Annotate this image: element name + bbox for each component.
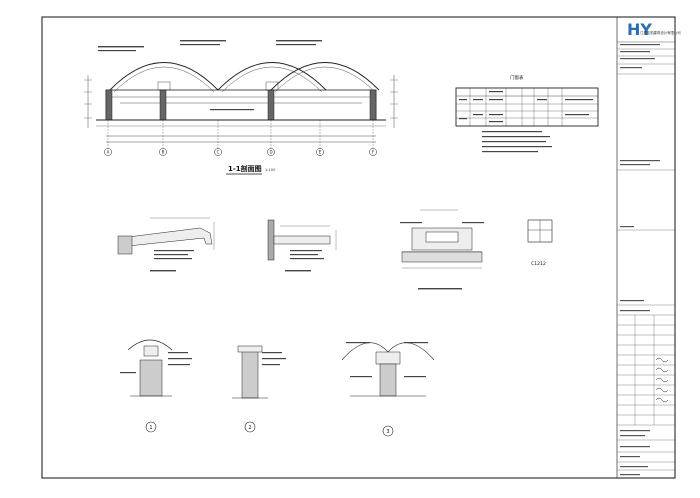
axis-bubble-c: C [214, 148, 222, 156]
signature-marks [655, 357, 669, 403]
section-scale: 1:100 [265, 168, 276, 172]
roof-node-detail [400, 209, 484, 290]
node-bubble-1: 1 [145, 421, 157, 433]
axis-label: D [269, 150, 272, 155]
axis-label: E [319, 150, 322, 155]
section-title: 1-1剖面图 [228, 164, 262, 173]
company-logo: HY [627, 20, 652, 39]
axis-label: A [107, 150, 110, 155]
axis-label: B [162, 150, 165, 155]
canopy-detail [267, 219, 337, 272]
window-elevation: C1212 [527, 219, 553, 267]
window-label: C1212 [531, 261, 546, 267]
node-number: 2 [248, 425, 251, 431]
table-title: 门窗表 [510, 74, 524, 81]
axis-bubble-b: B [159, 148, 167, 156]
node-detail-3 [341, 342, 435, 397]
axis-label: C [217, 150, 220, 155]
node-number: 1 [149, 425, 152, 431]
axis-bubble-f: F [369, 148, 377, 156]
company-name: 江苏佳勤建筑设计有限公司 [640, 30, 681, 35]
axis-bubbles: A B C D E F [104, 148, 377, 156]
node-bubble-3: 3 [382, 425, 394, 437]
sheet-border [41, 16, 676, 479]
logo-mark: HY [627, 20, 652, 39]
axis-label: F [372, 150, 375, 155]
node-detail-1 [120, 339, 192, 397]
node-bubble-2: 2 [244, 421, 256, 433]
node-number: 3 [386, 429, 389, 435]
axis-bubble-a: A [104, 148, 112, 156]
eave-detail [117, 217, 215, 272]
axis-bubble-e: E [316, 148, 324, 156]
door-window-table: 门窗表 [455, 74, 599, 153]
node-detail-2 [232, 345, 286, 399]
section-1-1 [84, 40, 398, 148]
title-block: HY 江苏佳勤建筑设计有限公司 [616, 17, 681, 478]
axis-bubble-d: D [267, 148, 275, 156]
